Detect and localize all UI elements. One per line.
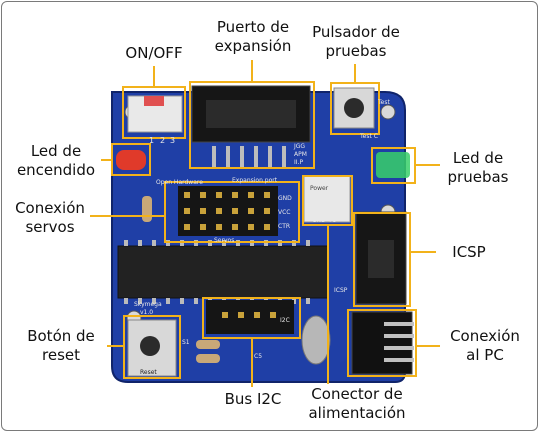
callout-box-servos [164, 181, 300, 243]
label-power-connector-line-1: Conector de [311, 385, 403, 403]
label-power-connector-line-2: alimentación [308, 404, 406, 422]
silk-expansion-port: Expansion port [232, 177, 278, 184]
power-connector [303, 175, 351, 223]
label-icsp: ICSP [436, 243, 502, 262]
label-i2c-bus-line-1: Bus I2C [224, 390, 282, 408]
label-power-led-line-2: encendido [16, 161, 96, 179]
label-expansion-port-line-2: expansión [214, 37, 292, 55]
silk-skymega: Skymega [134, 301, 162, 308]
label-i2c-bus: Bus I2C [210, 390, 296, 409]
expansion-port-pins [212, 146, 286, 168]
crystal [301, 315, 331, 365]
servo-resistor [142, 196, 152, 222]
silk-i2c: I2C [280, 317, 290, 324]
label-reset-button: Botón de reset [16, 327, 106, 365]
icsp-slot [368, 240, 394, 278]
label-power-connector: Conector de alimentación [294, 385, 420, 423]
test-button-cap [344, 98, 364, 118]
silk-s1: S1 [182, 339, 190, 346]
label-test-button-line-2: pruebas [325, 42, 387, 60]
silk-num-3: 3 [170, 136, 175, 145]
expansion-port-slot [206, 100, 296, 128]
label-power-led-line-1: Led de [30, 142, 82, 160]
silk-power: Power [310, 185, 329, 192]
silk-v10: v1.0 [140, 309, 153, 316]
label-pc-connection-line-2: al PC [466, 346, 504, 364]
on-off-switch [127, 95, 183, 133]
silk-ivp: II.P [294, 159, 303, 166]
silk-ctr: CTR [278, 223, 290, 230]
label-servo-connection: Conexión servos [10, 199, 90, 237]
silk-test-c: Test C [359, 133, 378, 140]
label-servo-connection-line-1: Conexión [15, 199, 85, 217]
silk-c5: C5 [254, 353, 262, 360]
silk-gnd: GND [278, 195, 292, 202]
switch-knob [144, 96, 164, 106]
silk-test: Test [377, 99, 390, 106]
label-power-led: Led de encendido [10, 142, 102, 180]
label-icsp-line-1: ICSP [452, 243, 486, 261]
label-reset-button-line-1: Botón de [27, 327, 95, 345]
label-expansion-port-line-1: Puerto de [216, 18, 290, 36]
silk-servos: Servos [214, 237, 234, 244]
callout-box-pc [347, 309, 417, 377]
silk-icsp: ICSP [334, 287, 348, 294]
label-on-off-line-1: ON/OFF [125, 44, 183, 62]
silk-num-1: 1 [149, 136, 154, 145]
pcb-board [111, 91, 406, 383]
silk-vcc: VCC [278, 209, 290, 216]
reset-button-cap [140, 336, 160, 356]
leader-lines [90, 60, 440, 387]
silk-reset: Reset [140, 369, 157, 376]
label-test-button-line-1: Pulsador de [312, 23, 400, 41]
mounting-hole [380, 104, 396, 120]
microcontroller-chip [117, 245, 329, 299]
callout-box-icsp [353, 212, 411, 307]
label-test-button: Pulsador de pruebas [306, 23, 406, 61]
silk-jgg: JGG [293, 143, 305, 150]
label-on-off: ON/OFF [118, 44, 190, 63]
i2c-resistors [196, 340, 220, 363]
label-test-led-line-1: Led de [452, 149, 504, 167]
silk-num-2: 2 [160, 136, 165, 145]
i2c-pins [222, 312, 276, 318]
label-expansion-port: Puerto de expansión [198, 18, 308, 56]
label-reset-button-line-2: reset [42, 346, 80, 364]
label-servo-connection-line-2: servos [25, 218, 75, 236]
silk-apm: APM [294, 151, 307, 158]
pc-connector-pins [384, 322, 414, 362]
test-led [376, 152, 410, 178]
label-pc-connection: Conexión al PC [440, 327, 530, 365]
label-test-led-line-2: pruebas [447, 168, 509, 186]
pc-serial-connector [351, 311, 413, 375]
servo-header-pins [178, 186, 278, 236]
label-test-led: Led de pruebas [440, 149, 516, 187]
i2c-header [206, 300, 294, 334]
silk-open-hardware: Open Hardware [156, 179, 203, 186]
power-led [116, 150, 146, 170]
label-pc-connection-line-1: Conexión [450, 327, 520, 345]
silk-gnd-plus: GND +5 [312, 217, 337, 224]
